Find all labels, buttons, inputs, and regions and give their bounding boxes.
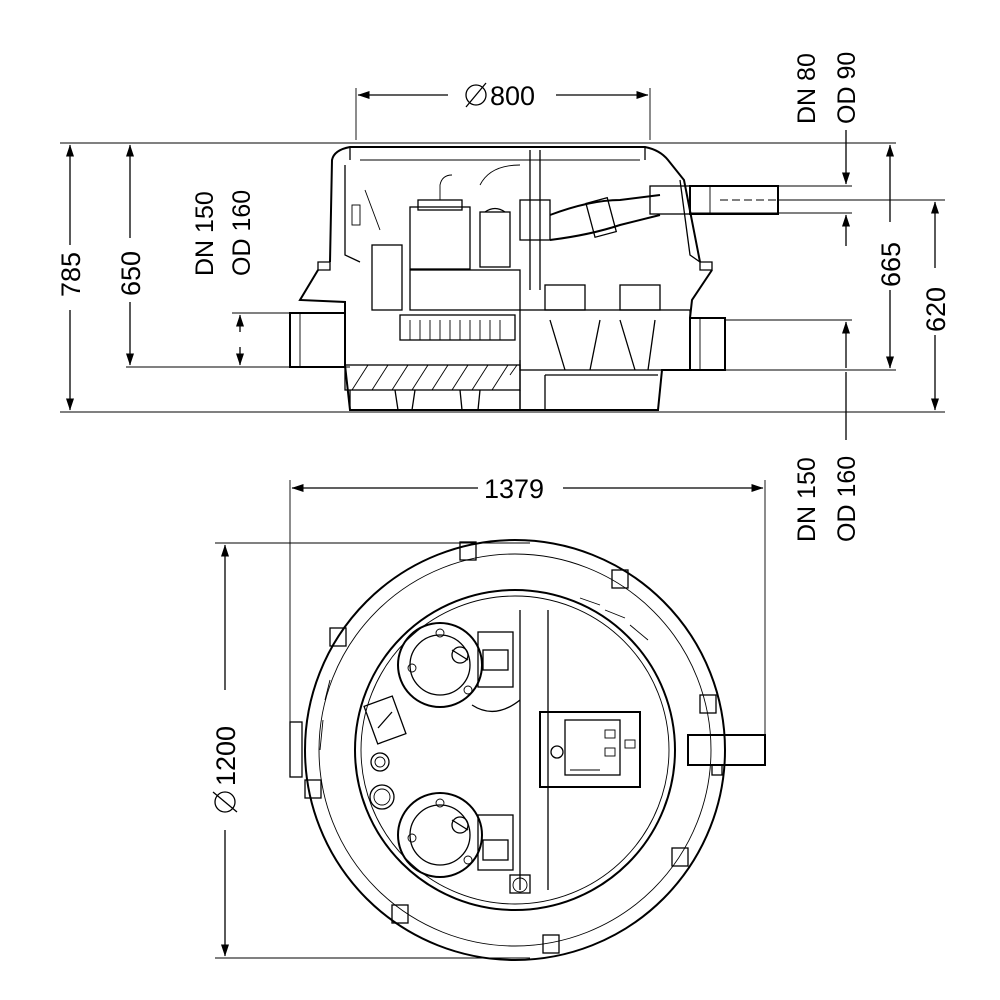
diameter-symbol-icon (212, 791, 238, 813)
bottom-inlet-od-label: OD 160 (833, 456, 861, 542)
pump-fins (409, 320, 501, 340)
dim-text-1379: 1379 (484, 474, 544, 504)
dimension-height-650: 650 (116, 144, 146, 366)
lower-pump (397, 792, 514, 878)
dimension-diameter-1200: 1200 (211, 544, 241, 957)
dimension-diameter-800: 800 (357, 81, 649, 111)
dim-text-1200: 1200 (211, 726, 241, 786)
tank-side-body (289, 146, 779, 411)
diameter-symbol-icon (465, 82, 487, 108)
inlet-dn-label: DN 150 (191, 191, 219, 276)
rim-lugs (304, 541, 717, 954)
upper-pump (397, 622, 521, 712)
outlet-od-label: OD 90 (833, 52, 861, 124)
inlet-od-label: OD 160 (228, 190, 256, 276)
base-hatch (351, 364, 518, 391)
inlet-dimension-left: DN 150 OD 160 (191, 190, 256, 366)
dim-text-785: 785 (56, 252, 86, 297)
bottom-inlet-dn-label: DN 150 (793, 457, 821, 542)
dim-text-650: 650 (116, 251, 146, 296)
rim-markings (319, 597, 649, 751)
dimension-height-620: 620 (921, 201, 951, 411)
side-view: 800 785 650 DN 150 OD 160 DN 80 OD 90 (56, 52, 951, 542)
top-view: 1379 1200 (211, 474, 766, 961)
outlet-dimension: DN 80 OD 90 (793, 52, 861, 246)
control-unit (539, 711, 641, 788)
dim-text-800: 800 (490, 81, 535, 111)
dimension-width-1379: 1379 (291, 474, 764, 504)
inlet-dimension-right: DN 150 OD 160 (793, 321, 861, 542)
dimension-height-785: 785 (56, 144, 86, 411)
outlet-dn-label: DN 80 (793, 53, 821, 124)
dim-text-665: 665 (876, 242, 906, 287)
tank-plan (289, 539, 766, 961)
dimension-height-665: 665 (876, 144, 906, 369)
dim-text-620: 620 (921, 287, 951, 332)
